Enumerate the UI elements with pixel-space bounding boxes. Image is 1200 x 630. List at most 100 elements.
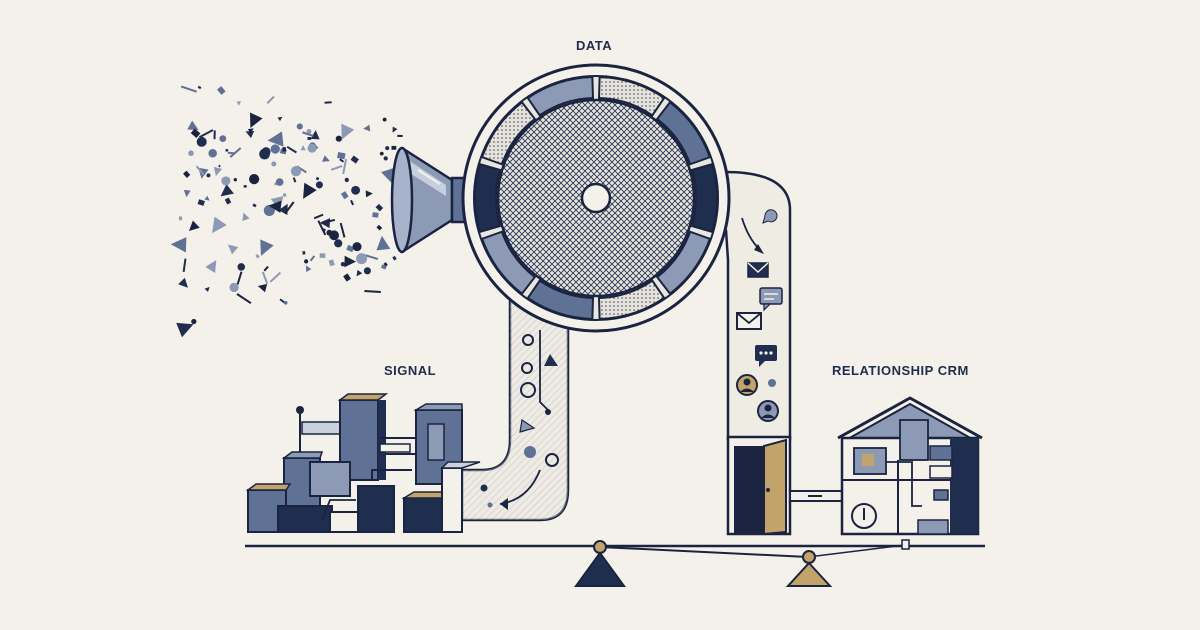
fragment	[379, 151, 384, 156]
fragment	[227, 151, 235, 155]
balance-scale-icon	[574, 539, 910, 587]
fragment	[260, 239, 274, 256]
wheel-segment	[597, 279, 666, 320]
fragment	[252, 203, 257, 208]
fragment	[206, 173, 211, 178]
fragment	[381, 167, 395, 184]
fragment	[363, 267, 371, 275]
funnel-icon	[390, 146, 468, 254]
fragment	[227, 244, 239, 255]
wheel-segment	[655, 230, 712, 296]
fragment	[188, 150, 194, 157]
fragment	[188, 220, 200, 231]
fragment	[363, 124, 371, 132]
fragment	[245, 131, 255, 139]
fragment	[321, 218, 336, 225]
fragment	[382, 117, 387, 122]
fragment	[257, 283, 268, 293]
signal-pipe	[460, 300, 570, 522]
fragment	[310, 130, 320, 140]
fragment	[182, 258, 187, 272]
person-avatar-icon	[736, 374, 758, 396]
fragment	[195, 165, 205, 176]
fragment	[266, 95, 275, 104]
fragment	[335, 135, 342, 142]
fragment	[340, 262, 346, 267]
fragment	[290, 166, 302, 177]
wheel-segment	[655, 100, 712, 166]
fragment	[282, 193, 287, 197]
fragment	[180, 85, 197, 93]
data-label: DATA	[576, 38, 613, 53]
fragment	[376, 235, 391, 251]
city-buildings-icon	[245, 393, 481, 533]
fragment	[350, 199, 354, 206]
wheel-segment	[690, 162, 718, 234]
fragment	[322, 155, 330, 162]
fragment	[187, 120, 199, 130]
fragment	[383, 262, 388, 267]
fragment	[315, 181, 323, 189]
fragment	[284, 201, 295, 215]
fragment	[233, 178, 237, 182]
dot-icon	[768, 379, 776, 387]
fragment	[313, 213, 324, 220]
fragment	[267, 131, 284, 147]
fragment	[305, 265, 312, 273]
fragment	[392, 255, 397, 261]
relationship-crm-label: RELATIONSHIP CRM	[832, 363, 969, 378]
fragment	[243, 185, 247, 188]
chat-bubble-icon	[755, 345, 777, 367]
fragment	[205, 260, 217, 274]
fragment	[263, 265, 269, 272]
fragment	[352, 242, 362, 252]
fragment	[198, 129, 214, 139]
fragment	[225, 148, 229, 152]
fragment	[197, 85, 202, 90]
fragment	[208, 148, 217, 158]
wheel-segment	[480, 100, 537, 166]
wheel-segment	[480, 230, 537, 296]
fragment	[268, 200, 282, 213]
fragment	[392, 126, 398, 133]
fragment	[385, 146, 390, 151]
filter-wheel-icon	[461, 63, 731, 333]
fragment	[339, 158, 345, 163]
fragment	[309, 255, 316, 262]
fragment	[220, 184, 234, 197]
fragment	[176, 322, 194, 338]
wheel-segment	[526, 76, 595, 117]
fragment	[330, 164, 343, 171]
fragment	[190, 128, 201, 138]
fragment	[183, 189, 191, 198]
fragment	[322, 228, 327, 232]
fragment	[229, 282, 239, 293]
fragment	[306, 129, 312, 134]
fragment	[170, 237, 187, 253]
fragment	[219, 135, 227, 143]
fragment	[302, 131, 314, 137]
fragment	[255, 254, 260, 259]
envelope-icon	[736, 312, 762, 330]
fragment	[259, 148, 270, 160]
fragment	[391, 145, 397, 150]
fragment	[242, 212, 250, 221]
fragment	[236, 271, 243, 285]
fragment	[372, 212, 379, 218]
fragment	[271, 161, 277, 167]
fragment	[383, 156, 388, 161]
fragment	[316, 177, 320, 181]
fragment	[307, 136, 312, 140]
fragment	[183, 170, 191, 178]
fragment	[343, 273, 352, 282]
fragment	[249, 112, 263, 128]
fragment	[236, 101, 241, 106]
fragment	[221, 176, 231, 186]
wheel-segment	[474, 162, 502, 234]
fragment	[237, 263, 246, 271]
fragment	[229, 147, 242, 158]
fragment	[247, 128, 254, 134]
fragment	[344, 177, 349, 183]
